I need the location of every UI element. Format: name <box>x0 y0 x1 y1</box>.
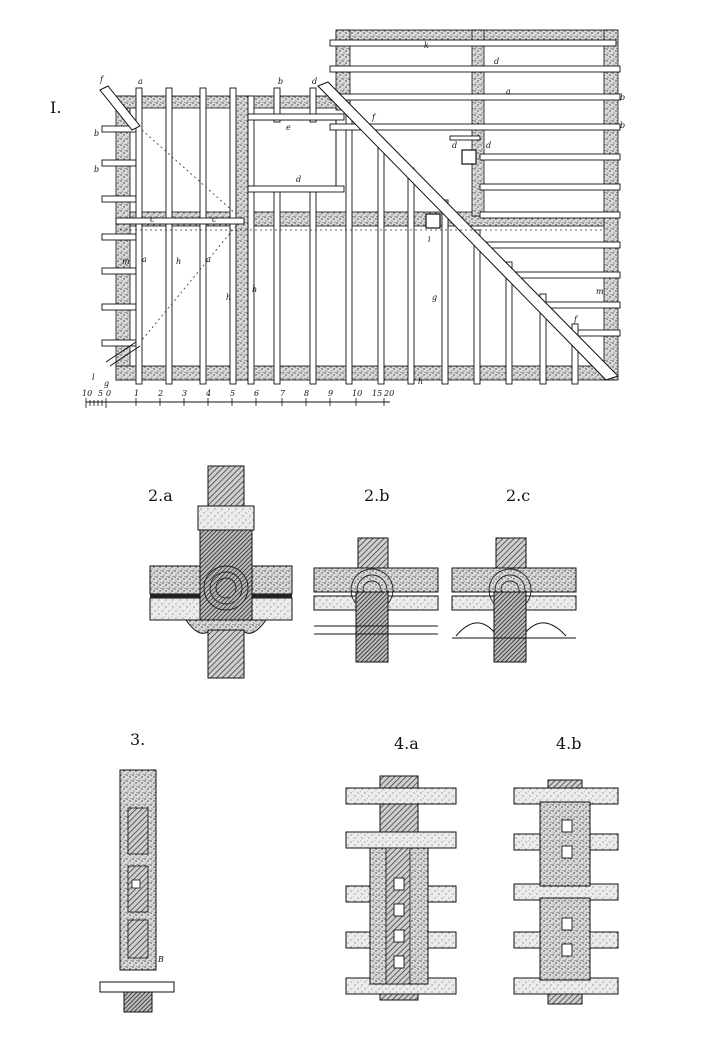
letter-d-5: d <box>486 141 491 150</box>
figure-1-floor-plan: a f b d e d b b c c m a h a h h k d a b … <box>82 29 625 408</box>
wall-right-inner <box>471 29 485 217</box>
letter-d-4: d <box>452 141 457 150</box>
figure-2b-joint <box>313 537 439 663</box>
figure-3-section: B <box>99 769 175 1013</box>
letter-d-2: d <box>296 175 301 184</box>
letter-c-2: c <box>212 215 217 224</box>
vertical-joists-right <box>377 139 579 385</box>
letter-m: m <box>122 257 130 266</box>
figure-2c-label: 2.c <box>506 486 531 505</box>
scale-tick: 4 <box>205 389 211 398</box>
scale-tick: 9 <box>328 389 333 398</box>
letter-g-2: g <box>104 379 109 388</box>
letter-a-3: a <box>206 255 211 264</box>
scale-tick: 6 <box>254 389 259 398</box>
letter-h-4: h <box>418 377 423 386</box>
letter-k: k <box>424 41 429 50</box>
letter-B: B <box>157 955 164 964</box>
figure-4b-section <box>513 779 619 1005</box>
wall-top-left <box>115 95 337 109</box>
letter-i: i <box>428 235 431 244</box>
letter-d-3: d <box>494 57 499 66</box>
figure-2c-joint <box>451 537 577 663</box>
figure-2b-label: 2.b <box>364 486 390 505</box>
letter-b-5: b <box>620 121 625 130</box>
scale-tick: 5 <box>98 389 103 398</box>
chimney-flue-2 <box>425 213 441 229</box>
scale-tick: 15 <box>372 389 382 398</box>
scale-tick: 10 <box>82 389 92 398</box>
scale-tick: 20 <box>383 389 394 398</box>
figure-4b-label: 4.b <box>556 734 582 753</box>
figure-4a-label: 4.a <box>394 734 419 753</box>
letter-m-2: m <box>596 287 604 296</box>
figure-3-label: 3. <box>130 730 146 749</box>
letter-a-2: a <box>142 255 147 264</box>
scale-tick: 0 <box>106 389 111 398</box>
diagonal-beams <box>99 81 619 381</box>
wall-right <box>603 29 619 381</box>
dotted-diagonals <box>120 129 604 341</box>
letter-h: h <box>176 257 181 266</box>
plan-letters: a f b d e d b b c c m a h a h h k d a b … <box>92 41 625 388</box>
scale-tick: 2 <box>157 389 163 398</box>
horizontal-beams <box>115 39 621 337</box>
scale-tick: 8 <box>304 389 309 398</box>
letter-c: c <box>150 215 155 224</box>
letter-g: g <box>432 293 437 302</box>
letter-a: a <box>138 77 143 86</box>
letter-b-4: b <box>620 93 625 102</box>
figure-1-label: I. <box>50 98 62 117</box>
letter-b-2: b <box>94 129 99 138</box>
letter-l: l <box>92 373 95 382</box>
figure-2a-joint <box>149 465 293 679</box>
letter-b: b <box>278 77 283 86</box>
letter-b-3: b <box>94 165 99 174</box>
figure-4a-section <box>345 775 457 1001</box>
scale-tick: 5 <box>230 389 235 398</box>
opening-room <box>247 119 337 191</box>
vertical-joists-left <box>135 87 353 385</box>
wall-centre-vertical <box>235 95 249 381</box>
scale-ticks: 10 5 0 1 2 3 4 5 6 7 8 9 10 15 20 <box>82 389 394 398</box>
chimney-flue <box>461 149 477 165</box>
letter-a-4: a <box>506 87 511 96</box>
scale-tick: 1 <box>134 389 139 398</box>
scale-tick: 10 <box>352 389 362 398</box>
letter-h-3: h <box>252 285 257 294</box>
letter-f-2: f <box>371 113 377 122</box>
letter-f-3: f <box>573 315 579 324</box>
figure-2a-label: 2.a <box>148 486 173 505</box>
letter-e: e <box>286 123 291 132</box>
scale-tick: 7 <box>280 389 286 398</box>
letter-f: f <box>99 75 105 84</box>
scale-bar: 10 5 0 1 2 3 4 5 6 7 8 9 10 15 20 <box>82 389 394 408</box>
scale-tick: 3 <box>182 389 187 398</box>
letter-h-2: h <box>226 293 231 302</box>
letter-d: d <box>312 77 317 86</box>
